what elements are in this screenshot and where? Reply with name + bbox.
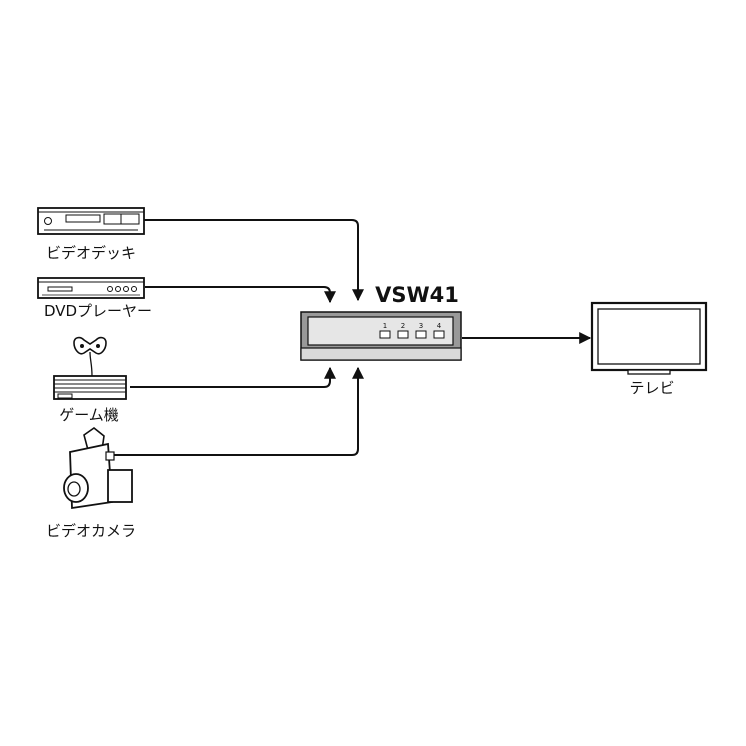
dvd-label: DVDプレーヤー (44, 302, 152, 320)
tv-label: テレビ (629, 379, 674, 397)
switch-model: VSW41 (375, 283, 459, 307)
port-label-1: 1 (383, 322, 387, 330)
cable-game (130, 366, 336, 388)
gamepad-icon (73, 336, 107, 377)
port-label-2: 2 (401, 322, 405, 330)
port-label-4: 4 (437, 322, 442, 330)
port-buttons: 1 2 3 4 (379, 322, 445, 339)
vcr-label: ビデオデッキ (46, 244, 136, 262)
switch-device: 1 2 3 4 (300, 311, 462, 361)
cable-camera (112, 366, 364, 456)
cable-vcr (143, 219, 364, 302)
game-device (53, 336, 127, 400)
cables (112, 219, 592, 456)
port-label-3: 3 (419, 322, 423, 330)
vcr-device (37, 207, 145, 235)
dvd-device (37, 277, 145, 299)
camera-device (63, 427, 133, 510)
tv-device (590, 301, 708, 375)
game-label: ゲーム機 (59, 406, 119, 424)
cable-dvd (145, 286, 336, 304)
camera-label: ビデオカメラ (46, 522, 136, 540)
